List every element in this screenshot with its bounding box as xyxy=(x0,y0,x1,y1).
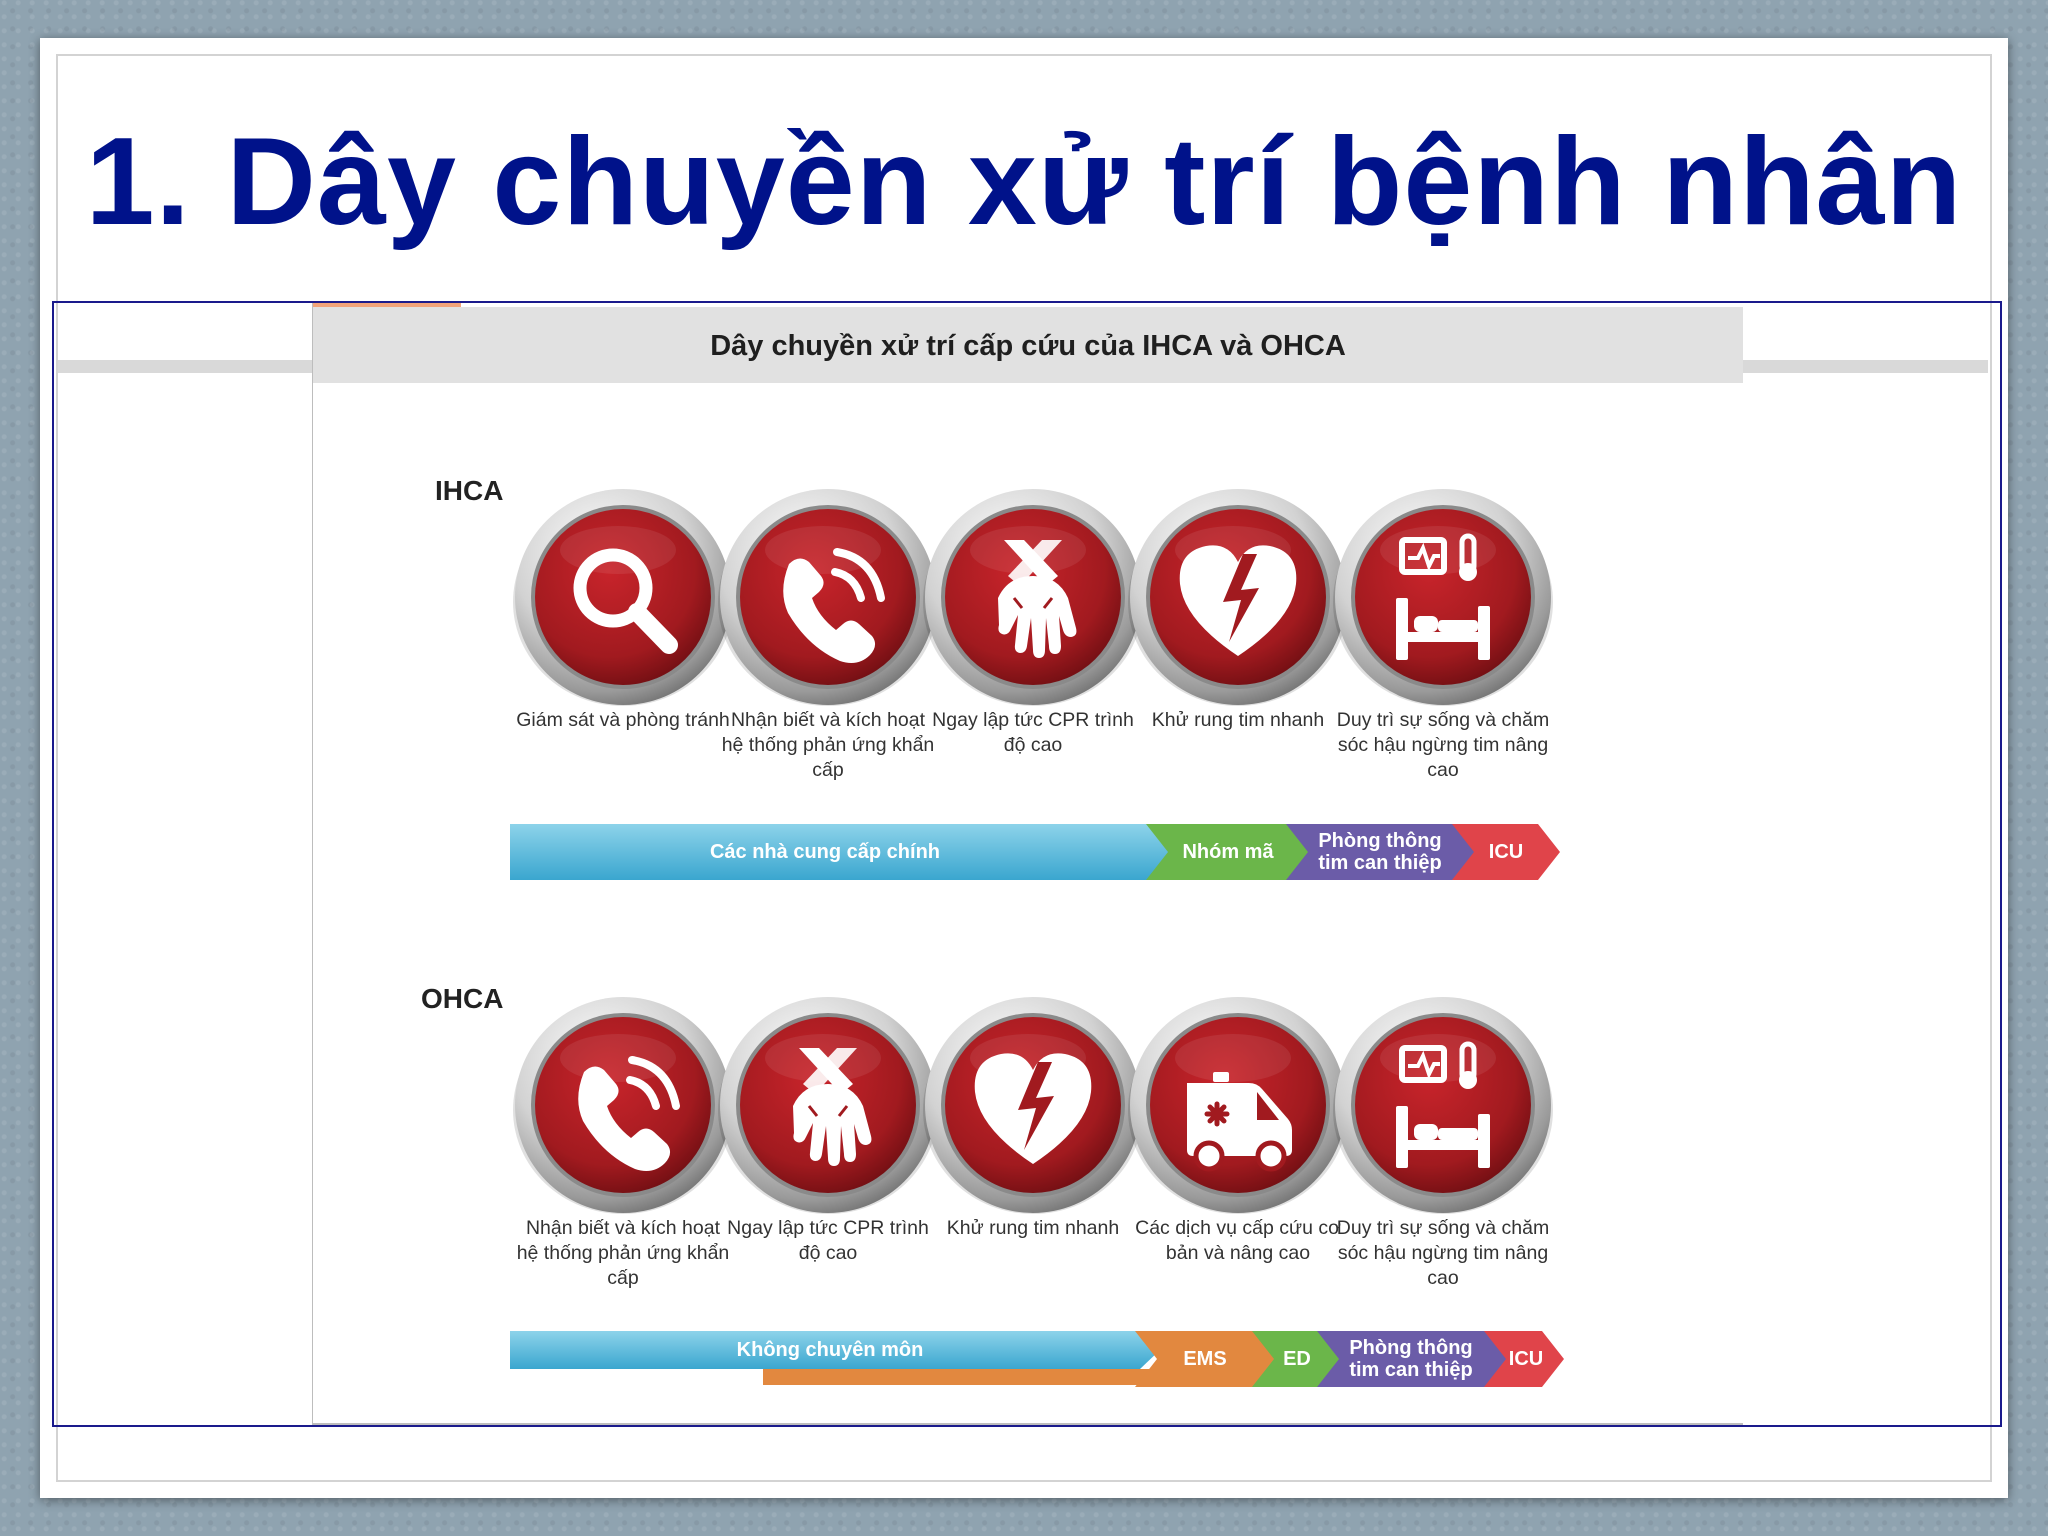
slide-title: 1. Dây chuyền xử trí bệnh nhân xyxy=(85,113,1963,251)
ohca-chain-label-3: ED xyxy=(1283,1348,1311,1370)
ohca-chain-icu: ICU xyxy=(1484,1331,1564,1387)
heart-defib-icon xyxy=(916,988,1150,1222)
cpr-hands-icon xyxy=(711,988,945,1222)
ihca-chain-label-1: Các nhà cung cấp chính xyxy=(709,841,941,863)
heart-defib-icon xyxy=(1121,480,1355,714)
phone-icon xyxy=(711,480,945,714)
figure-header: Dây chuyền xử trí cấp cứu của IHCA và OH… xyxy=(313,307,1743,383)
magnifier-icon xyxy=(506,480,740,714)
chain-of-survival-figure: Dây chuyền xử trí cấp cứu của IHCA và OH… xyxy=(312,303,1743,1425)
ohca-chain-label-1: Không chuyên môn xyxy=(736,1339,924,1361)
cpr-hands-icon xyxy=(916,480,1150,714)
orange-tab xyxy=(313,303,461,307)
ihca-chain-icu: ICU xyxy=(1452,824,1560,880)
ihca-chain-label-3: Phòng thông tim can thiệp xyxy=(1318,830,1442,874)
phone-icon xyxy=(506,988,740,1222)
ohca-chain-lay-rescuers: Không chuyên môn xyxy=(510,1331,1160,1369)
ohca-chain-ems: EMS xyxy=(1135,1331,1275,1387)
slide-frame xyxy=(56,54,1992,1482)
ohca-chain-label-2: EMS xyxy=(1183,1348,1227,1370)
ihca-caption-4: Khử rung tim nhanh xyxy=(1151,709,1325,731)
ohca-caption-3: Khử rung tim nhanh xyxy=(946,1217,1120,1239)
ihca-caption-3: Ngay lập tức CPR trình độ cao xyxy=(932,709,1134,756)
ihca-chain-cath-lab: Phòng thông tim can thiệp xyxy=(1286,824,1476,880)
ihca-chain-providers: Các nhà cung cấp chính xyxy=(510,824,1170,880)
ohca-chain-label-5: ICU xyxy=(1508,1348,1544,1370)
ihca-caption-5: Duy trì sự sống và chăm sóc hậu ngừng ti… xyxy=(1336,709,1550,781)
ohca-caption-1: Nhận biết và kích hoạt hệ thống phản ứng… xyxy=(516,1217,730,1289)
ohca-label: OHCA xyxy=(421,983,504,1014)
ihca-chain: Các nhà cung cấp chính Nhóm mã Phòng thô… xyxy=(510,824,1640,888)
ohca-chain-cath-lab: Phòng thông tim can thiệp xyxy=(1317,1331,1507,1387)
ihca-chain-code-team: Nhóm mã xyxy=(1146,824,1310,880)
ihca-label: IHCA xyxy=(435,475,504,506)
ohca-chain: Không chuyên môn EMS ED Phòng thông tim … xyxy=(510,1331,1640,1403)
ohca-caption-2: Ngay lập tức CPR trình độ cao xyxy=(727,1217,929,1264)
ohca-chain-label-4: Phòng thông tim can thiệp xyxy=(1349,1337,1473,1381)
ohca-chain-ed: ED xyxy=(1252,1331,1340,1387)
ohca-caption-5: Duy trì sự sống và chăm sóc hậu ngừng ti… xyxy=(1336,1217,1550,1289)
ambulance-icon xyxy=(1121,988,1355,1222)
hospital-bed-icon xyxy=(1326,988,1560,1222)
figure-frame xyxy=(52,301,2002,1427)
ihca-chain-label-4: ICU xyxy=(1488,841,1524,863)
figure-bottom-line xyxy=(313,1423,1743,1425)
ihca-caption-1: Giám sát và phòng tránh xyxy=(516,709,730,731)
hospital-bed-icon xyxy=(1326,480,1560,714)
ihca-chain-label-2: Nhóm mã xyxy=(1182,841,1274,863)
ohca-caption-4: Các dịch vụ cấp cứu cơ bản và nâng cao xyxy=(1135,1217,1341,1264)
ihca-caption-2: Nhận biết và kích hoạt hệ thống phản ứng… xyxy=(721,709,935,781)
